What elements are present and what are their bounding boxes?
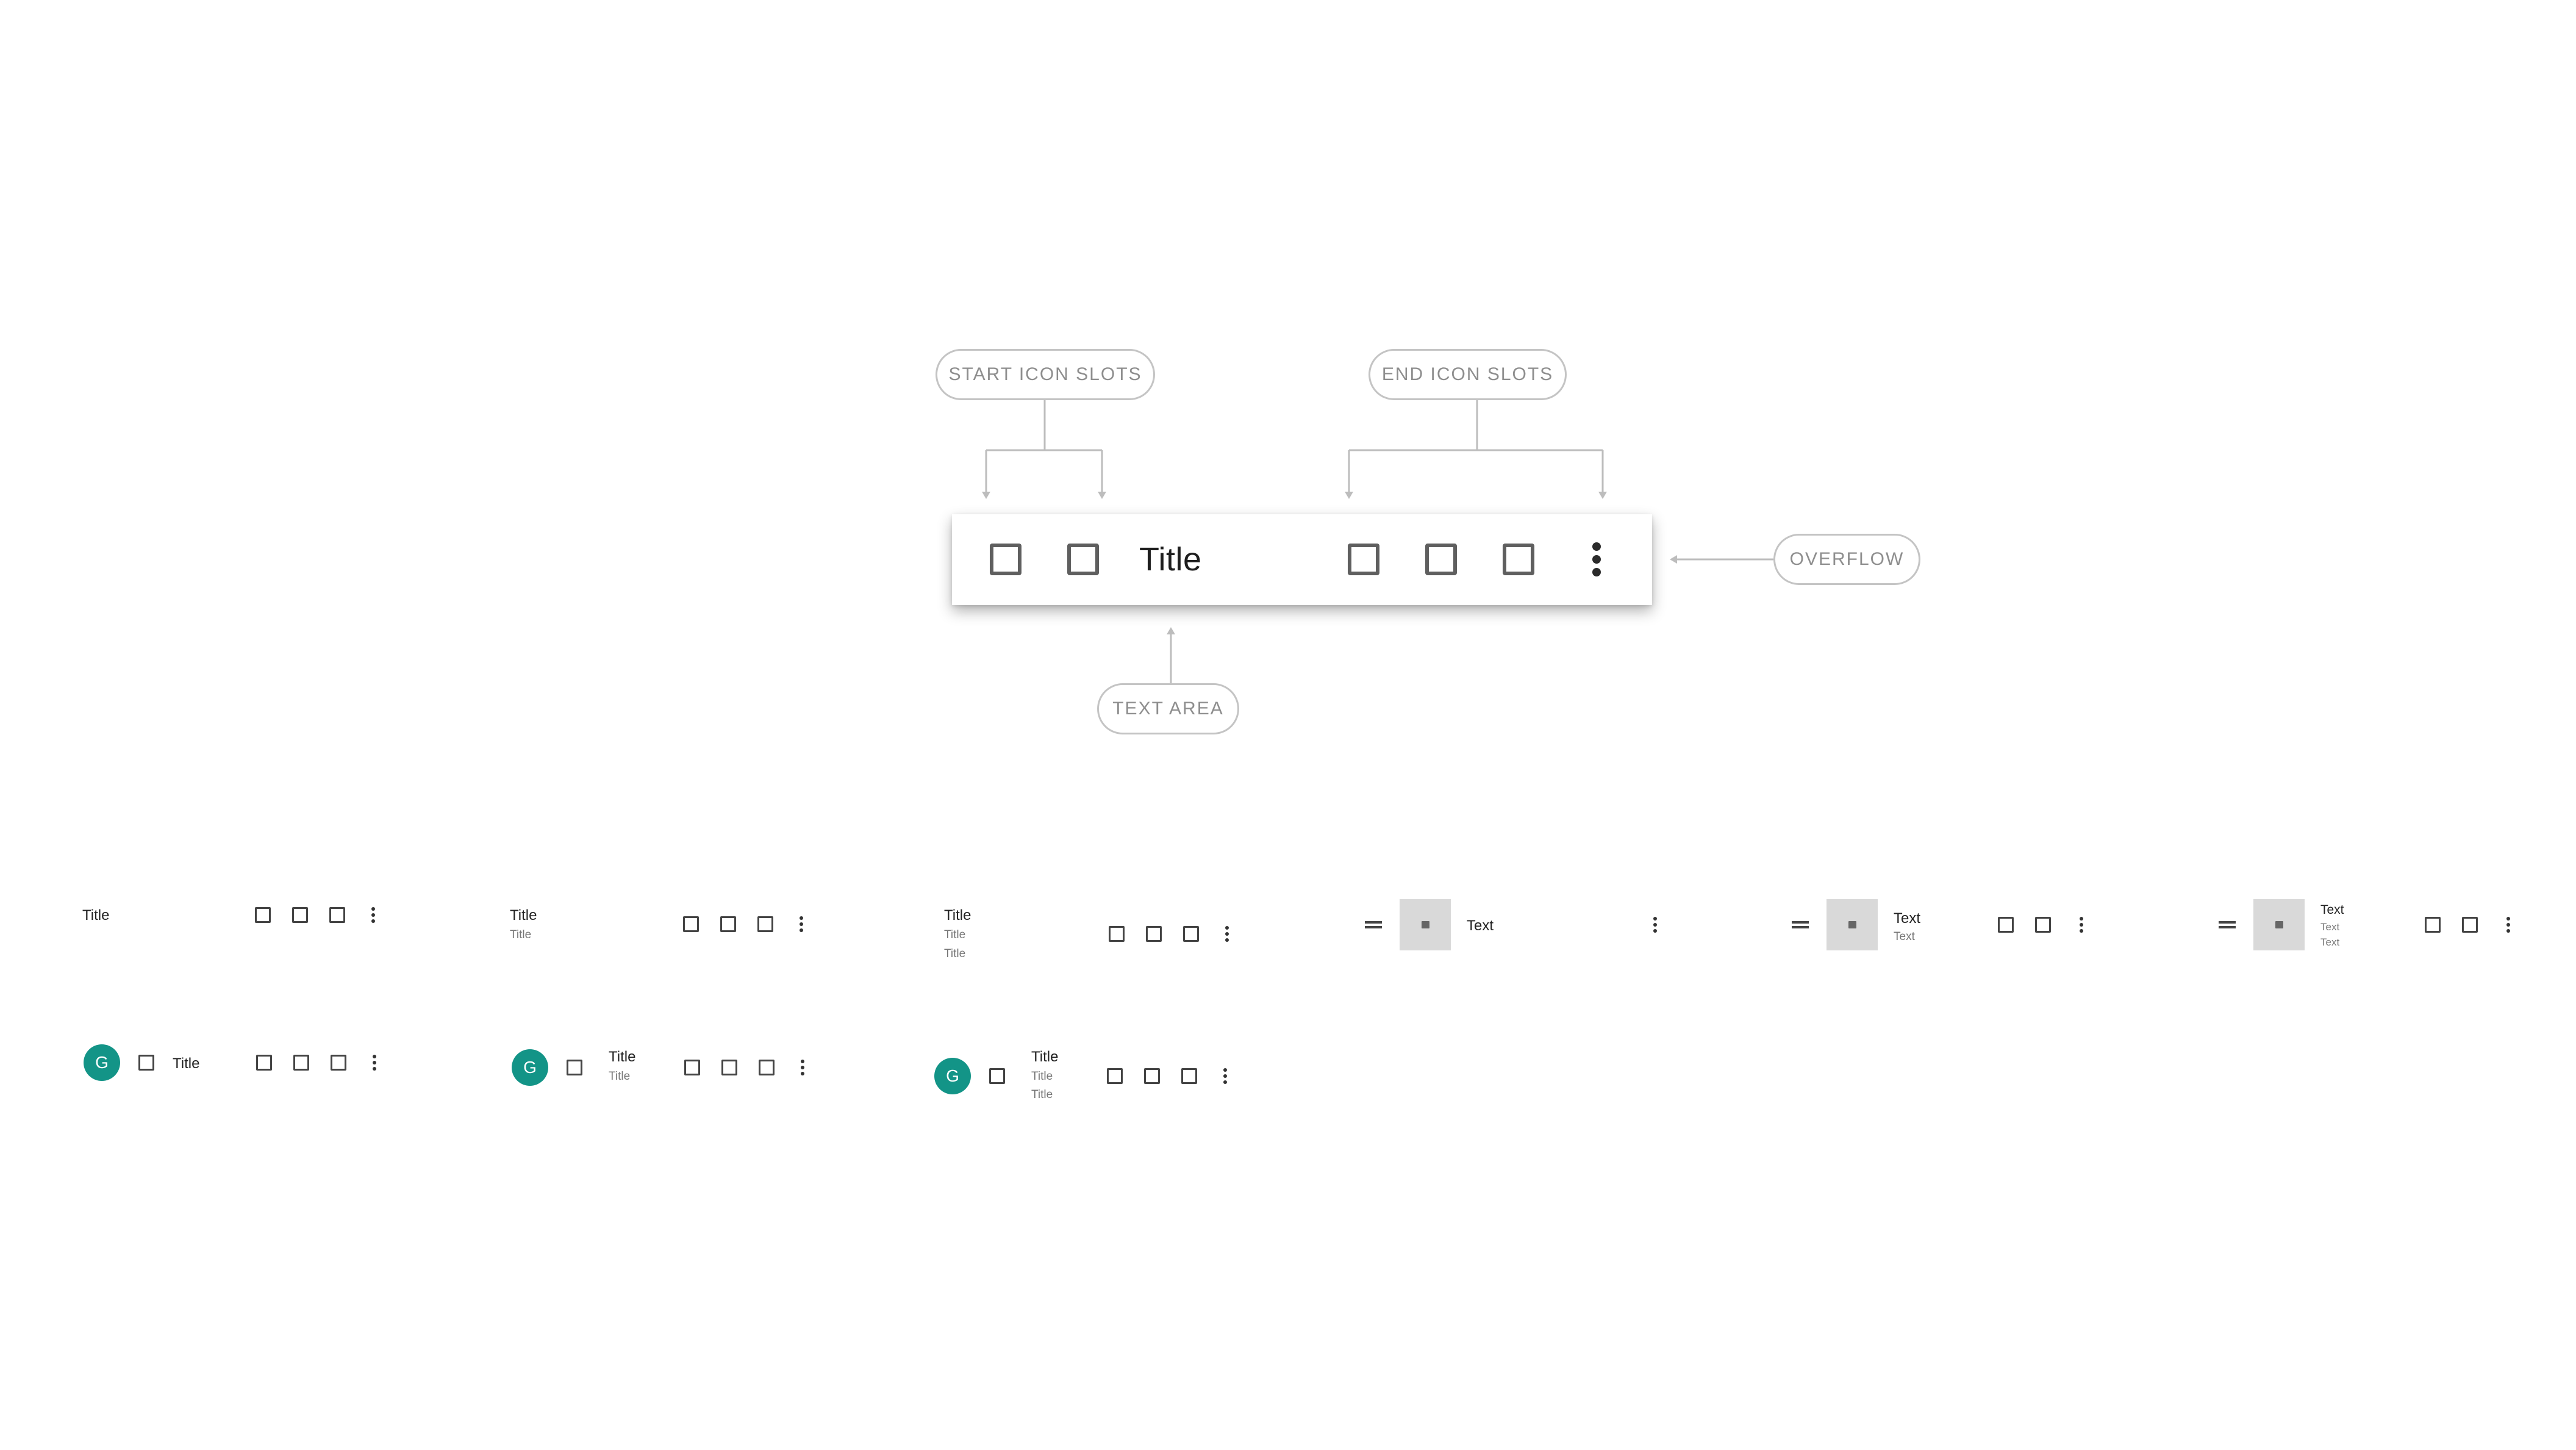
checkbox-icon[interactable] [255, 907, 271, 923]
checkbox-icon[interactable] [1998, 917, 2014, 933]
variant-line-2: Text [2320, 921, 2340, 933]
checkbox-icon[interactable] [1109, 926, 1125, 942]
end-icon-slots-callout: END ICON SLOTS [1368, 349, 1567, 400]
checkbox-icon[interactable] [292, 907, 308, 923]
variant-line-3: Text [2320, 936, 2340, 948]
more-vertical-icon[interactable] [2080, 917, 2083, 933]
avatar[interactable]: G [934, 1058, 971, 1094]
variant-title: Text [1894, 910, 1921, 927]
variant-title: Title [944, 907, 971, 924]
variant-title: Title [1031, 1049, 1059, 1065]
checkbox-icon[interactable] [293, 1055, 309, 1071]
checkbox-icon[interactable] [683, 916, 699, 932]
variant-title: Title [609, 1049, 636, 1065]
checkbox-icon[interactable] [1144, 1068, 1160, 1084]
variant-title: Title [510, 907, 537, 924]
image-thumbnail-icon [1826, 899, 1878, 950]
checkbox-icon[interactable] [2462, 917, 2478, 933]
variant-title: Text [2320, 903, 2344, 917]
variant-subtitle: Title [510, 928, 532, 941]
menu-icon[interactable] [1365, 921, 1382, 928]
more-vertical-icon[interactable] [1223, 1068, 1227, 1084]
overflow-more-vertical-icon[interactable] [1592, 542, 1601, 576]
menu-icon[interactable] [1792, 921, 1809, 928]
start-icon-slots-callout: START ICON SLOTS [936, 349, 1155, 400]
checkbox-icon[interactable] [757, 916, 773, 932]
checkbox-icon[interactable] [256, 1055, 272, 1071]
checkbox-icon[interactable] [2425, 917, 2441, 933]
end-slot-3-checkbox-icon[interactable] [1503, 544, 1534, 575]
checkbox-icon[interactable] [989, 1068, 1005, 1084]
image-thumbnail-icon [1400, 899, 1451, 950]
variant-title: Title [82, 907, 110, 924]
more-vertical-icon[interactable] [371, 907, 375, 923]
more-vertical-icon[interactable] [2506, 917, 2510, 933]
more-vertical-icon[interactable] [373, 1055, 376, 1071]
checkbox-icon[interactable] [1107, 1068, 1123, 1084]
more-vertical-icon[interactable] [801, 1060, 804, 1075]
checkbox-icon[interactable] [567, 1060, 582, 1075]
toolbar-anatomy-example: Title [952, 514, 1652, 605]
more-vertical-icon[interactable] [1653, 917, 1657, 933]
avatar[interactable]: G [84, 1044, 120, 1081]
variant-title: Title [173, 1055, 200, 1072]
checkbox-icon[interactable] [1183, 926, 1199, 942]
overflow-callout: OVERFLOW [1773, 534, 1920, 585]
checkbox-icon[interactable] [1181, 1068, 1197, 1084]
variant-line-3: Title [944, 947, 966, 960]
checkbox-icon[interactable] [329, 907, 345, 923]
end-slot-1-checkbox-icon[interactable] [1348, 544, 1379, 575]
more-vertical-icon[interactable] [1225, 926, 1229, 942]
start-slot-1-checkbox-icon[interactable] [990, 544, 1021, 575]
variant-line-2: Title [944, 928, 966, 941]
text-area-callout: TEXT AREA [1097, 683, 1239, 734]
checkbox-icon[interactable] [1146, 926, 1162, 942]
checkbox-icon[interactable] [720, 916, 736, 932]
toolbar-title: Title [1139, 541, 1202, 578]
checkbox-icon[interactable] [2035, 917, 2051, 933]
checkbox-icon[interactable] [759, 1060, 775, 1075]
variant-subtitle: Text [1894, 930, 1915, 943]
variant-title: Text [1467, 917, 1494, 934]
checkbox-icon[interactable] [138, 1055, 154, 1071]
menu-icon[interactable] [2219, 921, 2236, 928]
image-thumbnail-icon [2253, 899, 2305, 950]
avatar[interactable]: G [512, 1049, 548, 1086]
variant-line-2: Title [1031, 1070, 1053, 1083]
variant-line-3: Title [1031, 1088, 1053, 1101]
end-slot-2-checkbox-icon[interactable] [1425, 544, 1457, 575]
checkbox-icon[interactable] [684, 1060, 700, 1075]
variant-subtitle: Title [609, 1070, 631, 1083]
checkbox-icon[interactable] [331, 1055, 346, 1071]
more-vertical-icon[interactable] [800, 916, 803, 932]
checkbox-icon[interactable] [721, 1060, 737, 1075]
start-slot-2-checkbox-icon[interactable] [1067, 544, 1099, 575]
